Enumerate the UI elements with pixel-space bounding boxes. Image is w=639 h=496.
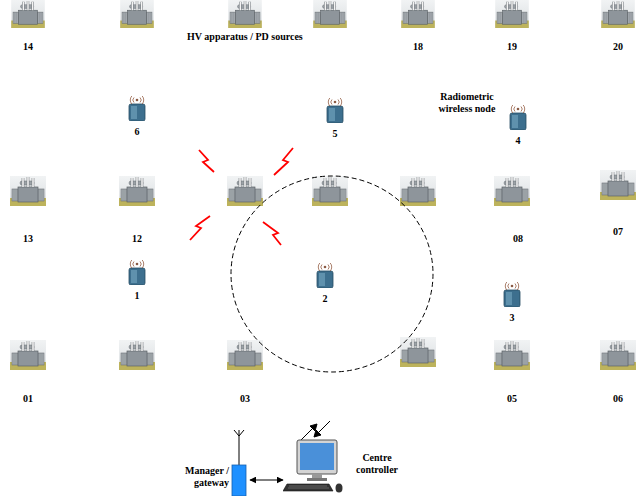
transformer-icon xyxy=(227,176,263,206)
node-number: 3 xyxy=(498,312,526,324)
wireless-node-icon xyxy=(314,262,336,288)
node-number: 1 xyxy=(123,290,151,302)
callout-number: 13 xyxy=(23,233,33,245)
callout-number: 14 xyxy=(23,41,33,53)
wireless-node-icon xyxy=(501,281,523,307)
node-label: Manager / gateway xyxy=(178,465,229,489)
transformer-icon xyxy=(494,176,530,206)
node-number: 6 xyxy=(123,126,151,138)
wireless-node-icon xyxy=(507,104,529,130)
gateway-antenna-icon xyxy=(231,428,249,496)
wireless-node: 6 xyxy=(123,95,151,138)
transformer-icon xyxy=(400,176,436,206)
callout-number: 20 xyxy=(613,41,623,53)
link-arrow xyxy=(250,480,283,481)
callout-number: 06 xyxy=(613,393,623,405)
gateway: Manager / gateway xyxy=(178,428,250,496)
transformer-icon xyxy=(600,170,636,200)
callout-number: 07 xyxy=(613,226,623,238)
transformer-icon xyxy=(120,0,154,28)
wireless-node-icon xyxy=(324,97,346,123)
wireless-node: 4 xyxy=(504,104,532,147)
wireless-node: 1 xyxy=(123,259,151,302)
transformer-icon xyxy=(119,340,155,370)
node-number: 5 xyxy=(321,128,349,140)
radio-link-arrows xyxy=(301,421,330,440)
callout-number: 03 xyxy=(240,393,250,405)
controller: Centre controller xyxy=(283,438,413,494)
transformer-icon xyxy=(10,176,46,206)
node-caption: Radiometric wireless node xyxy=(431,91,503,115)
transformer-icon xyxy=(601,0,635,28)
transformer-icon xyxy=(228,0,262,28)
callout-number: 05 xyxy=(507,393,517,405)
callout-number: 19 xyxy=(507,41,517,53)
node-label: Centre controller xyxy=(347,452,407,476)
wireless-node: 5 xyxy=(321,97,349,140)
transformer-icon xyxy=(312,176,348,206)
transformer-icon xyxy=(313,0,347,28)
transformer-icon xyxy=(10,340,46,370)
callout-number: 08 xyxy=(513,233,523,245)
transformer-icon xyxy=(494,340,530,370)
coverage-circle xyxy=(231,176,433,372)
node-number: 2 xyxy=(311,293,339,305)
transformer-icon xyxy=(495,0,529,28)
node-number: 4 xyxy=(504,135,532,147)
transformer-icon xyxy=(119,176,155,206)
wireless-node: 3 xyxy=(498,281,526,324)
legend-caption: HV apparatus / PD sources xyxy=(187,31,303,43)
callout-number: 01 xyxy=(23,393,33,405)
wireless-node-icon xyxy=(126,259,148,285)
wireless-node: 2 xyxy=(311,262,339,305)
callout-number: 18 xyxy=(413,41,423,53)
transformer-icon xyxy=(600,340,636,370)
computer-icon xyxy=(283,438,345,494)
discharge-bolts xyxy=(190,148,293,245)
wireless-node-icon xyxy=(126,95,148,121)
callout-number: 12 xyxy=(132,233,142,245)
transformer-icon xyxy=(227,340,263,370)
transformer-icon xyxy=(401,0,435,28)
transformer-icon xyxy=(11,0,45,28)
